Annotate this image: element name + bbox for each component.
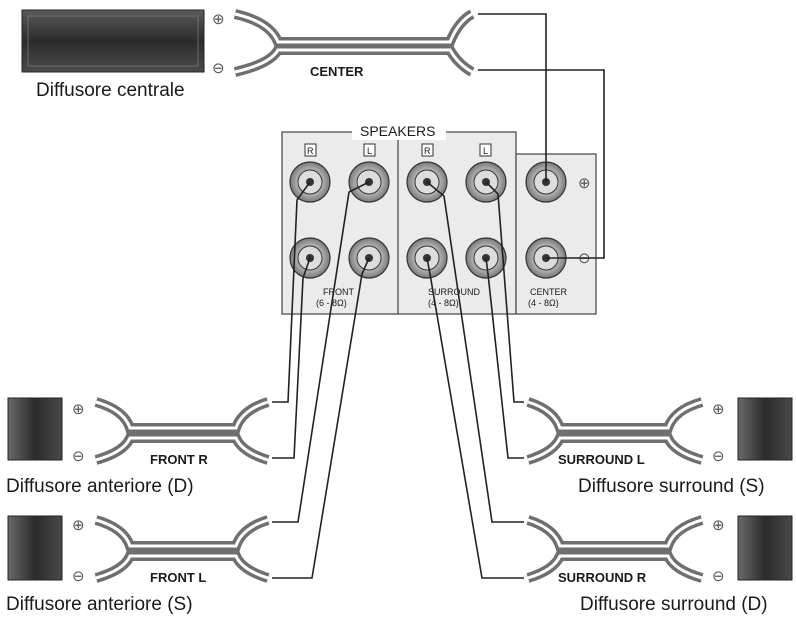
surround-group-label: SURROUND <box>428 287 481 297</box>
front-r-speaker <box>7 397 63 461</box>
surround-r-cable <box>526 515 704 583</box>
wire-center-plus <box>478 13 547 182</box>
front-r-speaker-label: Diffusore anteriore (D) <box>6 476 194 497</box>
speakers-panel-title: SPEAKERS <box>360 123 435 139</box>
surround-ohms-label: (4 - 8Ω) <box>428 298 459 308</box>
front-l-cable-label: FRONT L <box>150 570 206 585</box>
minus-sign: ⊖ <box>72 568 85 585</box>
surround-l-cable-label: SURROUND L <box>558 452 645 467</box>
surround-l-speaker <box>737 397 793 461</box>
plus-sign: ⊕ <box>212 11 225 28</box>
surround-r-cable-label: SURROUND R <box>558 570 647 585</box>
wire-center-minus <box>478 69 605 259</box>
surround-r-channel-mark: R <box>424 146 431 156</box>
front-group-label: FRONT <box>323 287 354 297</box>
center-speaker <box>21 9 205 73</box>
minus-sign: ⊖ <box>72 448 85 465</box>
plus-sign: ⊕ <box>72 517 85 534</box>
surround-r-speaker <box>737 515 793 581</box>
surround-l-speaker-label: Diffusore surround (S) <box>578 476 765 497</box>
minus-sign: ⊖ <box>712 448 725 465</box>
minus-sign: ⊖ <box>712 568 725 585</box>
center-speaker-label: Diffusore centrale <box>36 80 185 101</box>
surround-l-cable <box>526 397 704 465</box>
wire-front-l-minus <box>272 257 370 579</box>
speakers-terminal-panel <box>281 122 597 315</box>
front-l-speaker-label: Diffusore anteriore (S) <box>6 594 193 615</box>
minus-sign: ⊖ <box>212 60 225 77</box>
center-cable <box>233 9 475 77</box>
wire-front-l-plus <box>272 181 370 523</box>
wire-front-r-minus <box>272 257 311 459</box>
surround-l-channel-mark: L <box>483 146 488 156</box>
front-l-cable <box>94 515 270 583</box>
front-r-cable <box>94 397 270 465</box>
plus-sign: ⊕ <box>712 401 725 418</box>
center-cable-label: CENTER <box>310 64 364 79</box>
wire-surround-r-plus <box>426 181 524 523</box>
center-plus-sign: ⊕ <box>578 175 591 192</box>
front-r-cable-label: FRONT R <box>150 452 208 467</box>
front-l-channel-mark: L <box>367 146 372 156</box>
plus-sign: ⊕ <box>72 401 85 418</box>
front-l-speaker <box>7 515 63 581</box>
wire-surround-r-minus <box>426 257 524 579</box>
connection-wires <box>272 13 605 579</box>
wire-surround-l-minus <box>485 257 524 459</box>
center-group-label: CENTER <box>530 287 568 297</box>
terminal-front-r-plus <box>289 161 331 203</box>
surround-r-speaker-label: Diffusore surround (D) <box>580 594 768 615</box>
center-ohms-label: (4 - 8Ω) <box>528 298 559 308</box>
wire-surround-l-plus <box>485 181 524 403</box>
plus-sign: ⊕ <box>712 517 725 534</box>
front-r-channel-mark: R <box>307 146 314 156</box>
wire-front-r-plus <box>272 181 311 403</box>
